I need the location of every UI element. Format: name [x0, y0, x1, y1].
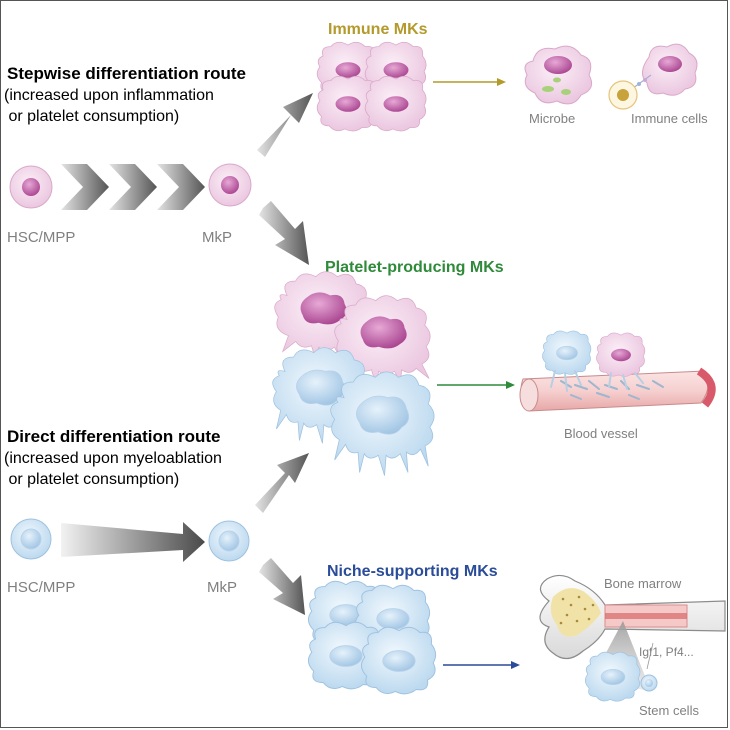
stem-cells-label: Stem cells: [639, 703, 699, 718]
mk-with-microbe: [524, 45, 593, 105]
niche-supporting-mks-heading: Niche-supporting MKs: [327, 563, 498, 580]
niche-arrow: [443, 661, 520, 669]
niche-mk-cluster: [307, 580, 437, 695]
stepwise-chevron-arrows: [61, 164, 205, 210]
mkp-cell-top: [208, 163, 252, 207]
stepwise-route-note-line1: (increased upon inflammation: [4, 87, 214, 104]
mkp-cell-bottom: [208, 520, 250, 562]
stepwise-route-title: Stepwise differentiation route: [7, 64, 246, 83]
factors-label: Igf1, Pf4...: [639, 645, 694, 659]
hsc-mpp-label-bottom: HSC/MPP: [7, 579, 75, 596]
arrow-to-immune-mks: [257, 93, 313, 157]
direct-long-arrow: [61, 522, 205, 562]
bone-marrow-label: Bone marrow: [604, 576, 682, 591]
direct-route-note-line1: (increased upon myeloablation: [4, 450, 222, 467]
blood-vessel-label: Blood vessel: [564, 426, 638, 441]
blood-vessel-illustration: [519, 330, 716, 412]
immune-arrow: [433, 78, 506, 86]
platelet-arrow: [437, 381, 515, 389]
arrow-to-platelet-mks-bottom: [255, 453, 309, 513]
platelet-producing-mks-heading: Platelet-producing MKs: [325, 259, 504, 276]
immune-cells-label: Immune cells: [631, 111, 708, 126]
immune-mk-cluster: [316, 41, 427, 132]
arrow-to-niche-mks: [259, 558, 305, 615]
mkp-label-top: MkP: [202, 229, 232, 246]
hsc-mpp-label-top: HSC/MPP: [7, 229, 75, 246]
stepwise-route-note-line2: or platelet consumption): [4, 108, 179, 125]
platelet-mk-cluster: [272, 271, 435, 476]
arrow-to-platelet-mks-top: [259, 201, 309, 265]
direct-route-note-line2: or platelet consumption): [4, 471, 179, 488]
microbe-label: Microbe: [529, 111, 575, 126]
hsc-mpp-cell-top: [9, 165, 53, 209]
immune-mks-heading: Immune MKs: [328, 21, 428, 38]
mk-with-immune-cell: [608, 43, 698, 110]
hsc-mpp-cell-bottom: [10, 518, 52, 560]
mk-with-stem-cell: [584, 642, 658, 702]
direct-route-title: Direct differentiation route: [7, 427, 220, 446]
mkp-label-bottom: MkP: [207, 579, 237, 596]
